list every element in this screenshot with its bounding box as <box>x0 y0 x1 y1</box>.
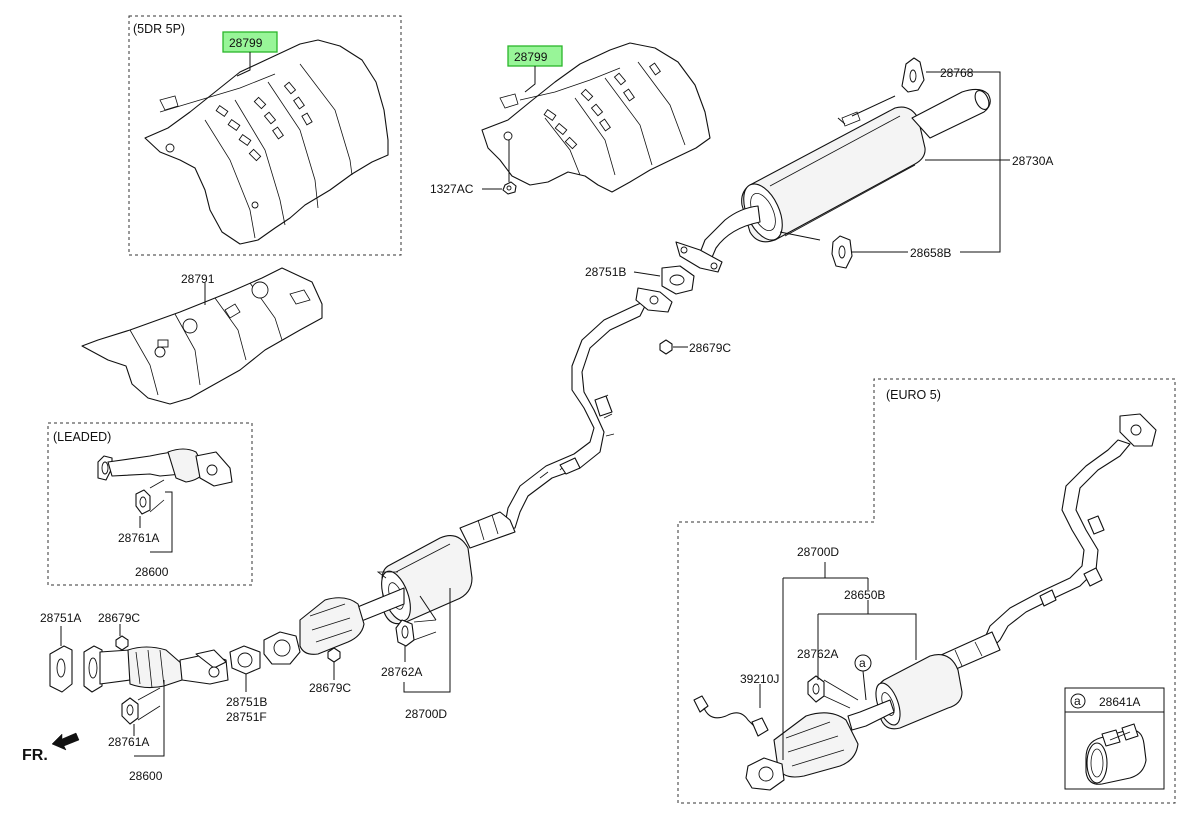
part-label-28730a: 28730A <box>1012 154 1053 168</box>
part-label-28791: 28791 <box>181 272 215 286</box>
nut-28679c-left[interactable]: 28679C <box>98 611 140 651</box>
section-euro5-frame <box>677 378 1176 804</box>
euro5-ref-a-label: a <box>859 656 866 670</box>
label-28799-center[interactable]: 28799 <box>507 45 563 93</box>
hanger-28762a[interactable]: 28762A <box>381 619 437 679</box>
leader-euro5-ref-a <box>862 670 867 701</box>
leader-28751b-top <box>633 271 661 277</box>
leader-leaded-hanger <box>149 479 165 513</box>
hanger-28761a-bottom[interactable]: 28761A <box>108 687 161 749</box>
clamp-ref-a-label: a <box>1074 694 1081 708</box>
part-label-28799-center: 28799 <box>514 50 548 64</box>
bracket-euro-28700d <box>782 562 869 760</box>
part-label-28658b: 28658B <box>910 246 951 260</box>
euro5-ref-a: a <box>854 654 872 701</box>
label-28730a[interactable]: 28730A <box>925 154 1053 253</box>
nut-28679c-mid[interactable]: 28679C <box>309 647 351 695</box>
hanger-28658b[interactable]: 28658B <box>831 235 951 269</box>
leader-28799-center <box>524 66 536 93</box>
part-label-28751a: 28751A <box>40 611 81 625</box>
front-indicator-label: FR. <box>22 747 48 764</box>
part-label-28761a-bottom: 28761A <box>108 735 149 749</box>
section-leaded-frame <box>47 422 253 586</box>
front-pipe-catalyst[interactable] <box>83 645 229 693</box>
gasket-28751a[interactable]: 28751A <box>40 611 81 693</box>
part-label-1327ac: 1327AC <box>430 182 474 196</box>
bracket-28730a <box>960 160 1001 253</box>
part-label-28700d: 28700D <box>405 707 447 721</box>
bracket-28600-bottom <box>134 680 165 757</box>
heat-protector-28791[interactable]: 28791 <box>81 267 323 405</box>
hanger-28768[interactable]: 28768 <box>901 57 1001 160</box>
section-5dr-5p-title: (5DR 5P) <box>133 22 185 36</box>
part-label-28600-bottom: 28600 <box>129 769 163 783</box>
leader-28768 <box>926 71 1001 160</box>
clamp-inset-28641a[interactable]: a 28641A <box>1064 687 1165 790</box>
leaded-front-pipe[interactable] <box>97 448 233 487</box>
part-label-28679c-top: 28679C <box>689 341 731 355</box>
front-arrow-icon <box>51 732 80 751</box>
part-label-28799-left: 28799 <box>229 36 263 50</box>
part-label-28641a: 28641A <box>1099 695 1140 709</box>
rear-muffler[interactable] <box>675 88 992 273</box>
part-label-leaded-28761a: 28761A <box>118 531 159 545</box>
part-label-28679c-mid: 28679C <box>309 681 351 695</box>
section-euro5: (EURO 5) <box>677 378 1176 804</box>
part-label-euro-28700d: 28700D <box>797 545 839 559</box>
section-leaded-title: (LEADED) <box>53 430 111 444</box>
oxygen-sensor-39210j[interactable]: 39210J <box>693 672 779 737</box>
euro5-hanger-28762a[interactable]: 28762A <box>797 647 859 709</box>
resonator-bolt <box>376 571 398 579</box>
bracket-28700d <box>403 588 451 693</box>
part-label-28751b-top: 28751B <box>585 265 626 279</box>
euro5-pipe-assembly[interactable] <box>745 413 1157 791</box>
nut-28679c-top[interactable]: 28679C <box>659 339 731 355</box>
leaded-hanger[interactable] <box>135 489 151 515</box>
label-28700d[interactable]: 28700D <box>403 588 451 721</box>
center-pipe-assembly[interactable] <box>263 287 673 665</box>
section-euro5-title: (EURO 5) <box>886 388 941 402</box>
part-label-28679c-left: 28679C <box>98 611 140 625</box>
bracket-euro-28650b <box>817 600 917 680</box>
heat-protector-upper-center[interactable] <box>481 42 711 193</box>
part-label-28762a: 28762A <box>381 665 422 679</box>
label-28799-left[interactable]: 28799 <box>222 31 278 77</box>
label-28600-bottom[interactable]: 28600 <box>129 680 165 783</box>
part-label-28768: 28768 <box>940 66 974 80</box>
clamp-icon <box>1085 723 1147 785</box>
part-label-28751f-mid: 28751F <box>226 710 267 724</box>
part-label-euro-28650b: 28650B <box>844 588 885 602</box>
leader-28799-left <box>236 52 251 77</box>
part-label-39210j: 39210J <box>740 672 779 686</box>
section-5dr-5p: (5DR 5P) 28799 <box>128 15 402 256</box>
front-indicator: FR. <box>22 732 80 764</box>
nut-1327ac[interactable]: 1327AC <box>430 140 517 196</box>
part-label-leaded-28600: 28600 <box>135 565 169 579</box>
section-leaded: (LEADED) 28761A 28600 <box>47 422 253 586</box>
gasket-28751b-top[interactable]: 28751B <box>585 265 695 295</box>
bracket-leaded-28600 <box>150 491 173 553</box>
heat-protector-upper-left[interactable] <box>144 39 389 245</box>
section-5dr-5p-frame <box>128 15 402 256</box>
gasket-28751b-mid[interactable]: 28751B 28751F <box>226 645 267 724</box>
part-label-28751b-mid: 28751B <box>226 695 267 709</box>
